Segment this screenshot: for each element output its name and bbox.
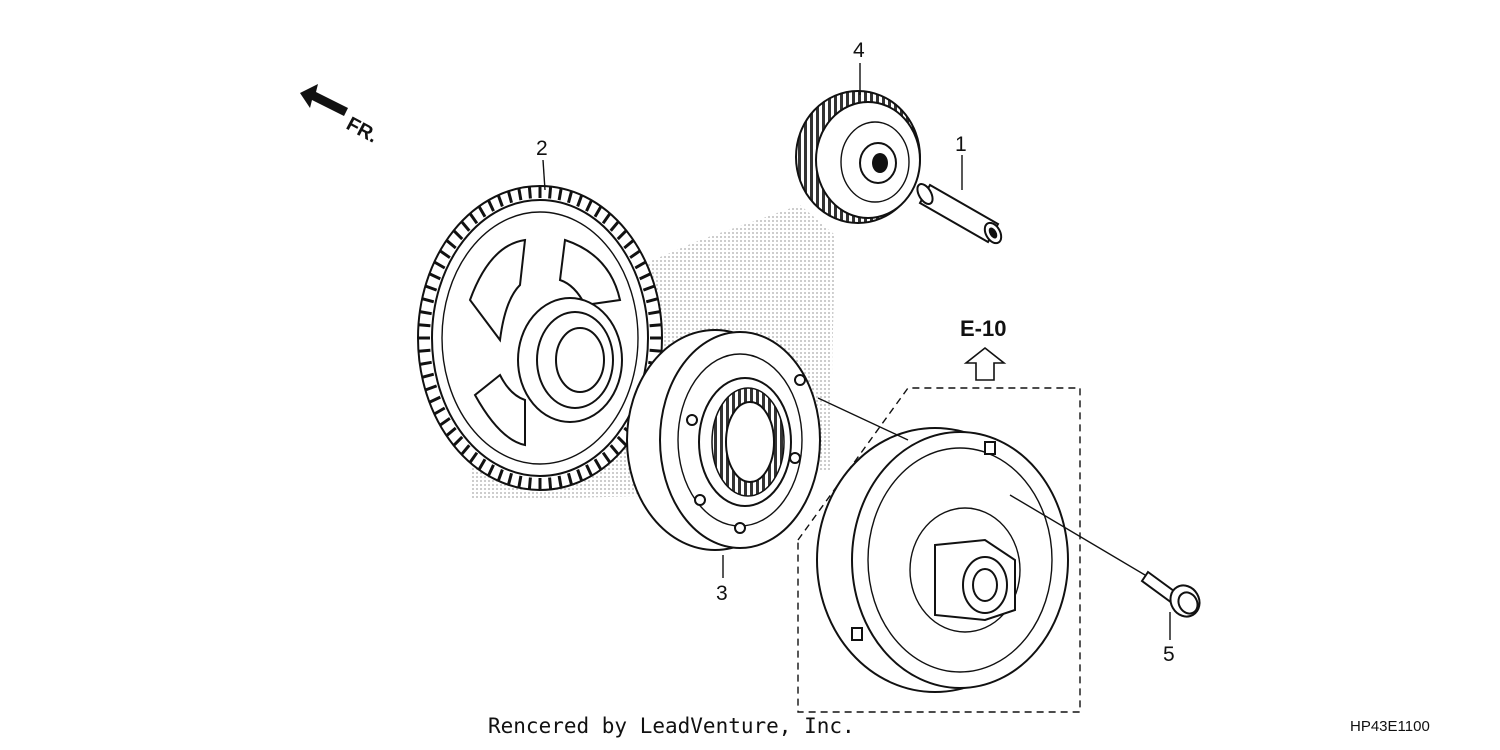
gear-tooth — [460, 220, 471, 232]
gear-tooth — [468, 212, 479, 225]
gear-tooth — [496, 194, 504, 207]
gear-tooth — [593, 205, 603, 218]
driven-gear-icon — [417, 185, 663, 491]
pin-icon — [916, 183, 1003, 245]
gear-tooth — [424, 384, 438, 392]
gear-tooth — [567, 472, 574, 486]
gear-tooth — [428, 395, 441, 404]
front-direction-arrow-icon: FR. — [300, 84, 381, 148]
gear-tooth — [439, 249, 451, 259]
gear-tooth — [609, 220, 620, 232]
gear-tooth — [418, 323, 431, 328]
gear-tooth — [601, 451, 612, 464]
up-arrow-icon — [963, 346, 1007, 381]
gear-tooth — [477, 205, 487, 218]
gear-tooth — [616, 229, 628, 241]
gear-tooth — [548, 477, 553, 490]
reference-box — [797, 387, 1081, 713]
gear-tooth — [421, 297, 435, 304]
gear-tooth — [452, 229, 464, 241]
part-number-4[interactable]: 4 — [853, 39, 865, 62]
gear-tooth — [585, 464, 593, 477]
gear-tooth — [506, 190, 513, 204]
gear-tooth — [477, 458, 487, 471]
diagram-code: HP43E1100 — [1350, 718, 1430, 735]
gear-tooth — [433, 260, 446, 270]
gear-tooth — [623, 239, 635, 250]
gear-tooth — [648, 310, 661, 316]
gear-tooth — [468, 451, 479, 464]
gear-tooth — [649, 348, 662, 353]
gear-tooth — [639, 272, 652, 281]
direction-label: FR. — [343, 113, 382, 148]
bolt-icon — [1140, 570, 1201, 618]
gear-tooth — [439, 417, 451, 427]
gear-tooth — [496, 469, 504, 482]
gear-tooth — [419, 360, 432, 366]
gear-tooth — [424, 284, 438, 292]
reference-label[interactable]: E-10 — [960, 316, 1006, 341]
one-way-clutch-icon — [626, 329, 821, 551]
gear-tooth — [421, 372, 435, 379]
gear-tooth — [629, 249, 641, 259]
gear-tooth — [548, 186, 553, 199]
idle-gear-icon — [795, 90, 921, 224]
gear-tooth — [593, 458, 603, 471]
gear-tooth — [645, 297, 659, 304]
gear-tooth — [642, 284, 656, 292]
gear-tooth — [649, 323, 662, 328]
gear-tooth — [419, 310, 432, 316]
gear-tooth — [506, 472, 513, 486]
gear-tooth — [418, 348, 431, 353]
gear-tooth — [557, 188, 563, 201]
gear-tooth — [487, 199, 495, 212]
gear-tooth — [445, 426, 457, 437]
gear-tooth — [487, 464, 495, 477]
gear-tooth — [452, 435, 464, 447]
gear-tooth — [428, 272, 441, 281]
part-number-1[interactable]: 1 — [955, 133, 967, 156]
part-number-5[interactable]: 5 — [1163, 643, 1175, 666]
gear-tooth — [527, 186, 532, 199]
gear-tooth — [616, 435, 628, 447]
gear-tooth — [527, 477, 532, 490]
flywheel-icon — [816, 427, 1069, 693]
gear-tooth — [517, 475, 523, 488]
gear-tooth — [567, 190, 574, 204]
gear-tooth — [585, 199, 593, 212]
gear-tooth — [601, 212, 612, 225]
gear-tooth — [557, 475, 563, 488]
gear-tooth — [433, 406, 446, 416]
gear-tooth — [634, 260, 647, 270]
gear-tooth — [609, 444, 620, 456]
part-number-2[interactable]: 2 — [536, 137, 548, 160]
gear-tooth — [576, 194, 584, 207]
leader-lines — [542, 63, 1171, 640]
part-number-3[interactable]: 3 — [716, 582, 728, 605]
gear-tooth — [517, 188, 523, 201]
gear-tooth — [576, 469, 584, 482]
credit-text: Rencered by LeadVenture, Inc. — [488, 714, 855, 738]
gear-tooth — [460, 444, 471, 456]
gear-tooth — [445, 239, 457, 250]
